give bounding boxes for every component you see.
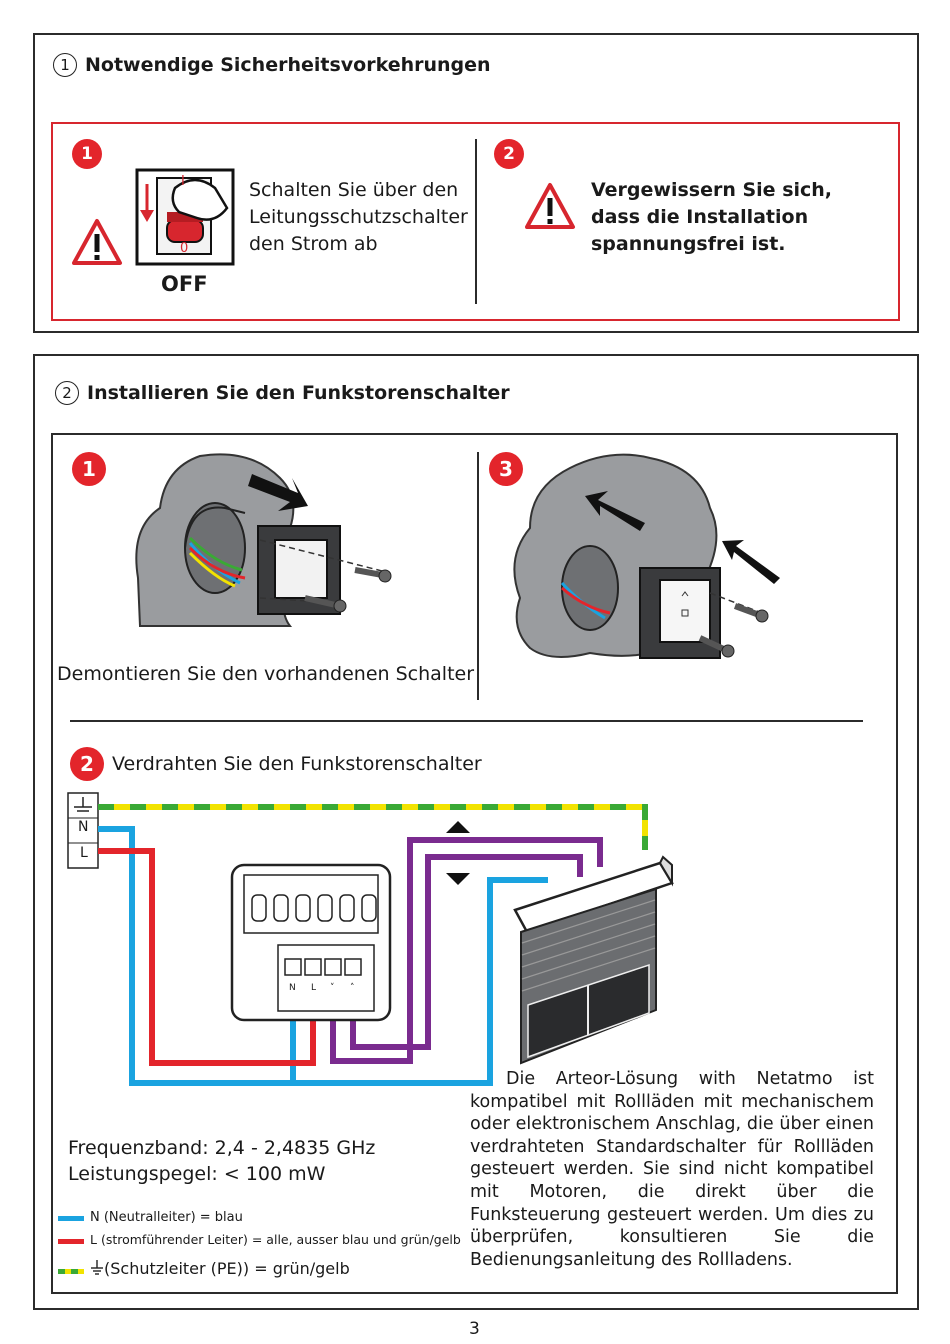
switch-terminal-n: N — [289, 983, 296, 993]
warning-icon — [525, 183, 575, 229]
install-title-text: Installieren Sie den Funkstorenschalter — [87, 382, 510, 404]
step1-line-1: Schalten Sie über den — [249, 179, 459, 201]
section-number-1: 1 — [53, 53, 77, 77]
warning-icon — [72, 219, 122, 265]
wiring-diagram — [67, 792, 674, 1086]
step-badge-1: 1 — [72, 139, 102, 169]
off-label: OFF — [161, 272, 208, 296]
install-step-badge-2: 2 — [70, 747, 104, 781]
switch-on-label: I — [181, 174, 185, 189]
safety-warning-panel — [51, 122, 900, 321]
step2-line-2: dass die Installation — [591, 206, 809, 228]
frequency-band: Frequenzband: 2,4 - 2,4835 GHz — [68, 1137, 376, 1159]
power-level: Leistungspegel: < 100 mW — [68, 1163, 326, 1185]
safety-section — [33, 33, 919, 333]
install-step-badge-3: 3 — [489, 452, 523, 486]
legend-neutral: N (Neutralleiter) = blau — [90, 1210, 243, 1225]
earth-icon — [91, 1260, 103, 1275]
install-section-title: 2 Installieren Sie den Funkstorenschalte… — [55, 381, 510, 405]
vertical-divider — [477, 452, 479, 700]
vertical-divider — [475, 139, 477, 304]
legend-earth-swatch — [58, 1269, 84, 1274]
section-number-2: 2 — [55, 381, 79, 405]
legend-earth: (Schutzleiter (PE)) = grün/gelb — [104, 1259, 350, 1278]
install-step-badge-1: 1 — [72, 452, 106, 486]
terminal-label-n: N — [78, 819, 89, 835]
safety-section-title: 1 Notwendige Sicherheitsvorkehrungen — [53, 53, 491, 77]
remove-switch-illustration — [135, 453, 392, 627]
step2-line-3: spannungsfrei ist. — [591, 233, 786, 255]
step1-line-2: Leitungsschutzschalter — [249, 206, 468, 228]
safety-title-text: Notwendige Sicherheitsvorkehrungen — [85, 54, 491, 76]
install-steps-frame — [51, 433, 898, 1294]
legend-blue-swatch — [58, 1216, 84, 1221]
step1-caption: Demontieren Sie den vorhandenen Schalter — [57, 663, 475, 685]
wiring-caption: Verdrahten Sie den Funkstorenschalter — [112, 753, 482, 775]
install-section — [33, 354, 919, 1310]
mount-switch-illustration — [513, 453, 780, 659]
legend-red-swatch — [58, 1239, 84, 1244]
switch-terminal-l: L — [311, 983, 317, 993]
compatibility-note: Die Arteor-Lösung with Netatmo ist kompa… — [470, 1069, 874, 1270]
switch-terminal-up: ˄ — [350, 983, 355, 993]
circuit-breaker-switch-icon — [135, 168, 235, 266]
step2-instruction: Vergewissern Sie sich, dass die Installa… — [591, 177, 832, 258]
step2-line-1: Vergewissern Sie sich, — [591, 179, 833, 201]
step1-line-3: den Strom ab — [249, 233, 378, 255]
page-number: 3 — [469, 1319, 480, 1339]
step-badge-2: 2 — [494, 139, 524, 169]
legend-live: L (stromführender Leiter) = alle, ausser… — [90, 1232, 461, 1247]
terminal-label-l: L — [80, 845, 88, 861]
switch-terminal-down: ˅ — [330, 983, 335, 993]
switch-off-label: 0 — [180, 241, 189, 256]
step1-instruction: Schalten Sie über den Leitungsschutzscha… — [249, 177, 468, 258]
horizontal-divider — [70, 720, 863, 722]
